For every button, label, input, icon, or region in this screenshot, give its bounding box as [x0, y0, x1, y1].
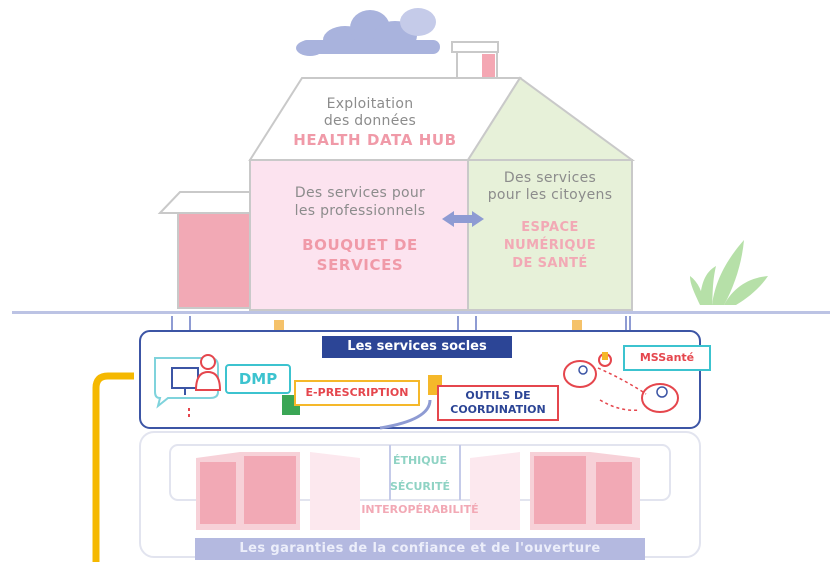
dmp-label: DMP — [225, 364, 291, 394]
bottom-banner: Les garanties de la confiance et de l'ou… — [195, 538, 645, 560]
outils-line-1: OUTILS DE — [465, 389, 531, 402]
eprescription-label: E-PRESCRIPTION — [294, 380, 420, 406]
pro-subtitle-2: les professionnels — [294, 203, 426, 219]
ethique-label: ÉTHIQUE — [392, 454, 448, 467]
ground-line — [12, 311, 830, 314]
citizen-title-3: DE SANTÉ — [512, 256, 588, 271]
people-network-icon — [563, 352, 679, 413]
mssante-label: MSSanté — [623, 345, 711, 371]
plant-icon — [690, 240, 768, 305]
citizen-title-2: NUMÉRIQUE — [503, 238, 597, 253]
citizen-subtitle-2: pour les citoyens — [487, 187, 613, 203]
hdh-line-2: des données — [323, 113, 417, 129]
cloud-icon — [296, 8, 440, 56]
citizen-subtitle-1: Des services — [503, 170, 597, 186]
securite-label: SÉCURITÉ — [389, 480, 451, 493]
pro-subtitle-1: Des services pour — [294, 185, 426, 201]
outils-coordination-label: OUTILS DE COORDINATION — [437, 385, 559, 421]
interop-label: INTEROPÉRABILITÉ — [361, 503, 479, 516]
socle-title: Les services socles — [322, 336, 512, 358]
pro-title-2: SERVICES — [316, 256, 404, 274]
bidirectional-arrow-icon — [442, 211, 484, 227]
hdh-line-1: Exploitation — [326, 96, 414, 112]
orange-bracket — [92, 372, 134, 562]
socle-box — [139, 330, 701, 429]
doctor-monitor-icon — [154, 354, 222, 420]
left-annex — [157, 191, 261, 309]
main-house — [248, 76, 636, 311]
pro-title-1: BOUQUET DE — [302, 236, 418, 254]
outils-line-2: COORDINATION — [450, 403, 546, 416]
citizen-title-1: ESPACE — [521, 220, 579, 235]
hdh-title: HEALTH DATA HUB — [293, 131, 457, 149]
outils-connector — [379, 399, 432, 430]
foundations-area — [139, 431, 701, 558]
